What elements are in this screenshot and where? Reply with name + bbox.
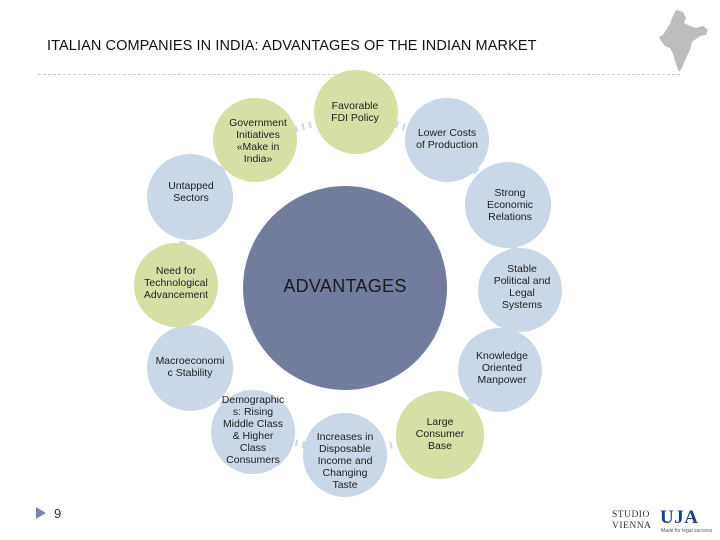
logo-studio-text: STUDIO bbox=[612, 510, 650, 520]
node-circle-need-technological-advancement bbox=[134, 243, 218, 327]
studio-vienna-logo: STUDIO VIENNA bbox=[612, 510, 658, 532]
page-title: ITALIAN COMPANIES IN INDIA: ADVANTAGES O… bbox=[47, 38, 537, 54]
page-marker-icon bbox=[36, 507, 46, 519]
uja-logo: UJA bbox=[660, 507, 699, 528]
node-circle-untapped-sectors bbox=[147, 154, 233, 240]
node-circle-large-consumer-base bbox=[396, 391, 484, 479]
center-circle bbox=[243, 186, 447, 390]
logo-vienna-text: VIENNA bbox=[612, 521, 652, 531]
node-circle-lower-costs-production bbox=[405, 98, 489, 182]
node-circle-government-initiatives bbox=[213, 98, 297, 182]
node-circle-knowledge-oriented-manpower bbox=[458, 328, 542, 412]
center-label: ADVANTAGES bbox=[283, 276, 407, 296]
uja-logo-tagline: Made for legal success bbox=[661, 528, 713, 534]
ring-circles bbox=[134, 70, 562, 497]
node-circle-macroeconomic-stability bbox=[147, 325, 233, 411]
node-circle-disposable-income bbox=[303, 413, 387, 497]
india-map-icon bbox=[659, 10, 708, 72]
node-circle-demographics bbox=[211, 390, 295, 474]
node-circle-stable-political-legal bbox=[478, 248, 562, 332]
node-circle-strong-economic-relations bbox=[465, 162, 551, 248]
page-number: 9 bbox=[54, 506, 62, 521]
node-circle-favorable-fdi-policy bbox=[314, 70, 398, 154]
